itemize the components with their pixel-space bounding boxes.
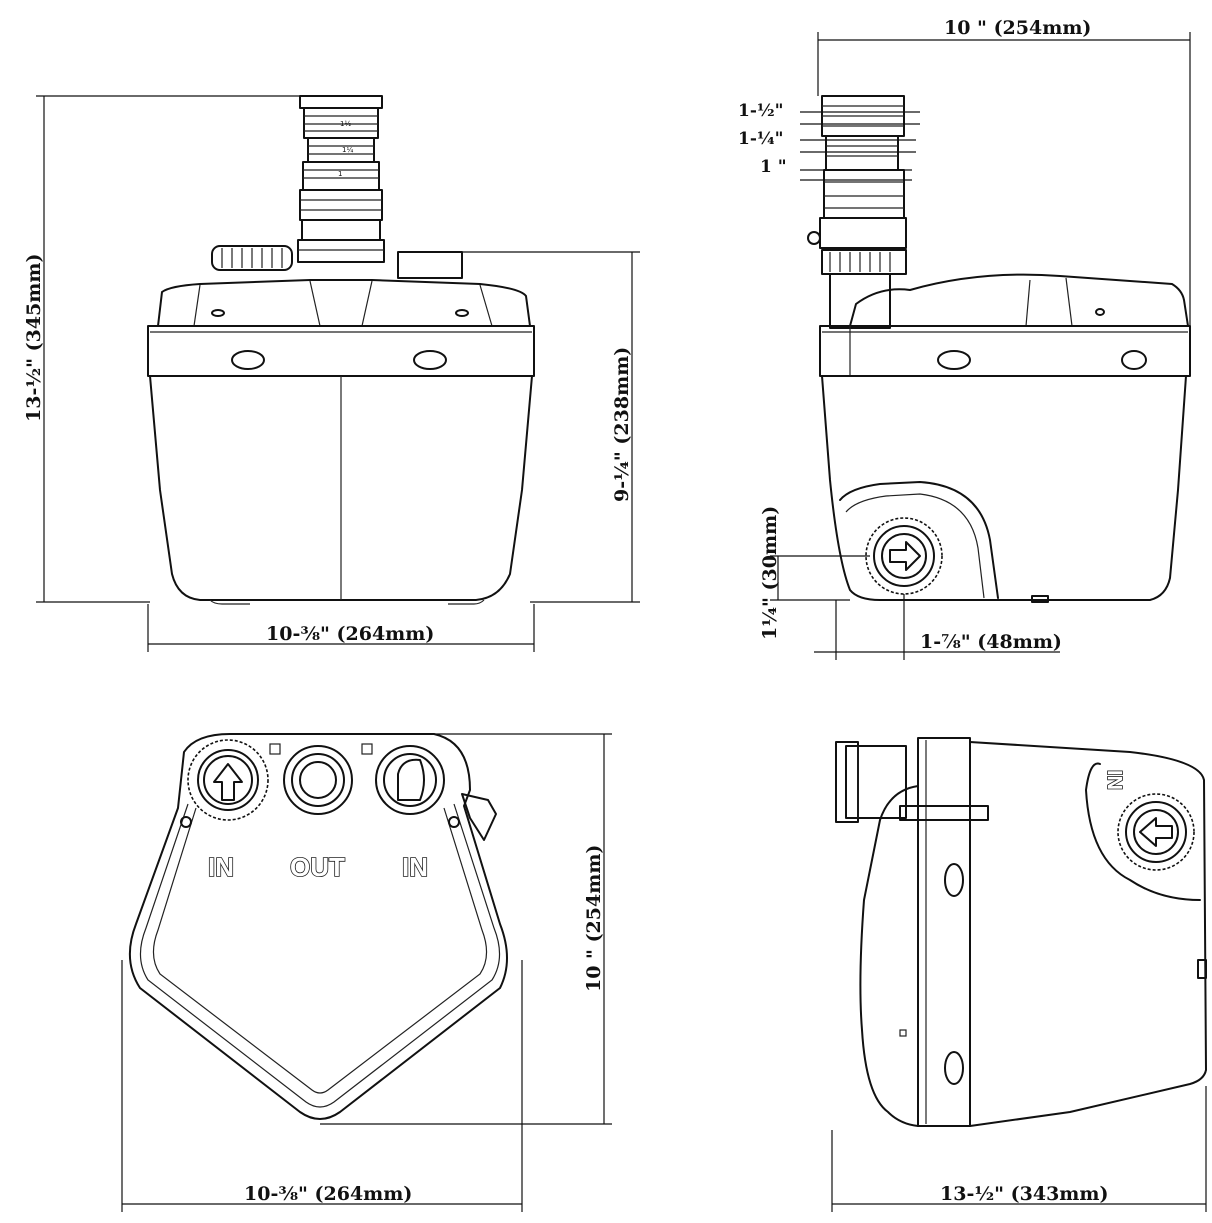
back-length-label: 13-½" (343mm) — [940, 1183, 1109, 1205]
side-pipe-2-label: 1-¼" — [738, 129, 783, 149]
back-band — [899, 737, 989, 1127]
top-port-in-left — [187, 739, 269, 821]
side-lid — [849, 273, 1189, 327]
front-width-label: 10-⅜" (264mm) — [266, 623, 434, 645]
top-body-outline — [128, 733, 508, 1120]
front-lid — [157, 279, 531, 327]
front-view: 1½ 1¼ 1 — [23, 95, 640, 652]
side-dimension-lines — [770, 32, 1191, 660]
back-port-in-label: IN — [1103, 770, 1125, 790]
top-port-in-left-label: IN — [208, 852, 234, 882]
side-view: 1-½" 1-¼" 1 " — [738, 17, 1191, 660]
front-band — [147, 325, 535, 377]
front-body-height-label: 9-¼" (238mm) — [611, 347, 633, 502]
top-port-in-right — [375, 745, 445, 815]
svg-text:1¼: 1¼ — [342, 146, 353, 154]
back-body — [859, 741, 1207, 1127]
side-pipe-1-label: 1-½" — [738, 101, 783, 121]
side-outlet-pipe — [807, 95, 907, 329]
side-tank-body — [821, 375, 1187, 603]
svg-text:1½: 1½ — [340, 120, 351, 128]
back-dimension-lines — [831, 1086, 1207, 1212]
top-port-in-right-label: IN — [402, 852, 428, 882]
side-inlet-height-label: 1¼" (30mm) — [759, 506, 781, 640]
side-pipe-dimensions — [800, 111, 920, 181]
side-inlet-offset-label: 1-⅞" (48mm) — [920, 631, 1062, 653]
front-vent-knob — [211, 245, 293, 271]
top-dimension-lines — [121, 733, 612, 1212]
front-side-boss — [397, 251, 463, 279]
back-view: IN 13-½" (343mm) — [831, 737, 1207, 1212]
front-dimension-lines — [36, 95, 640, 652]
back-inlet-port — [1117, 793, 1195, 871]
top-width-label: 10-⅜" (264mm) — [244, 1183, 412, 1205]
front-total-height-label: 13-½" (345mm) — [23, 253, 45, 422]
top-port-out — [269, 743, 373, 815]
back-outlet-stub — [835, 741, 907, 823]
front-tank-body — [149, 375, 533, 605]
top-depth-label: 10 " (254mm) — [583, 845, 605, 992]
front-outlet-pipe: 1½ 1¼ 1 — [297, 95, 385, 263]
top-view: IN OUT IN 10 " (254mm) 10-⅜" (264mm) — [121, 733, 612, 1212]
side-pipe-3-label: 1 " — [760, 157, 787, 177]
side-band — [819, 325, 1191, 377]
top-port-out-label: OUT — [290, 852, 345, 882]
side-inlet-port — [865, 517, 943, 595]
side-width-label: 10 " (254mm) — [944, 17, 1091, 39]
svg-text:1: 1 — [338, 170, 342, 178]
